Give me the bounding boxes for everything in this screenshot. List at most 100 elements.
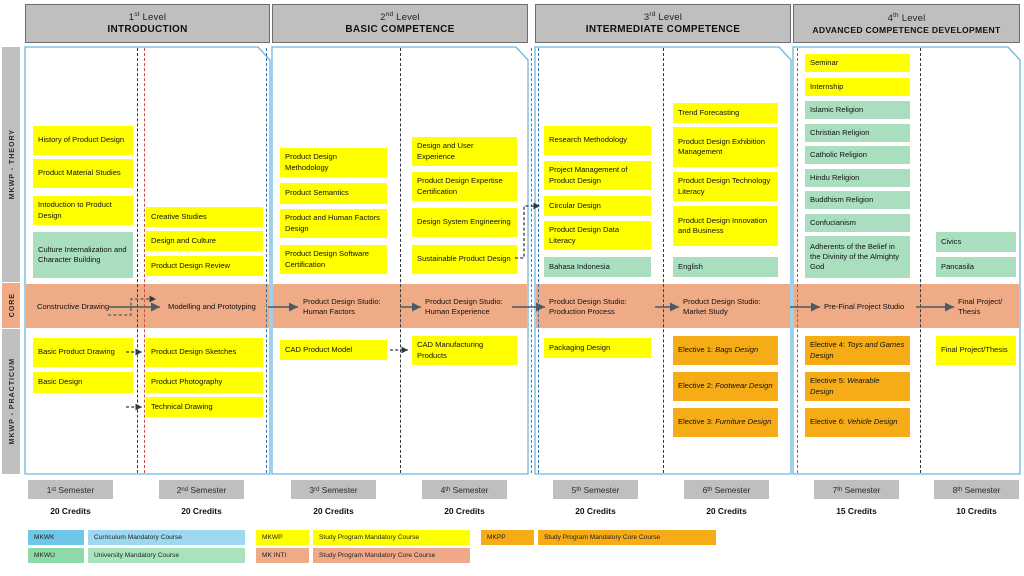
course-box[interactable]: Project Management of Product Design [544, 161, 651, 190]
course-box[interactable]: Trend Forecasting [673, 103, 778, 123]
level-boundary-accent-3 [538, 48, 539, 473]
course-box[interactable]: Product Design Sketches [146, 338, 263, 367]
course-box[interactable]: Seminar [805, 54, 910, 72]
course-box[interactable]: Circular Design [544, 196, 651, 216]
legend-desc-mkpp: Study Program Mandatory Core Course [538, 530, 716, 545]
course-box[interactable]: Product Design Expertise Certification [412, 172, 517, 201]
course-box[interactable]: Packaging Design [544, 338, 651, 358]
course-box[interactable]: Basic Product Drawing [33, 338, 133, 367]
course-label: Creative Studies [151, 211, 207, 221]
course-box[interactable]: Elective 4: Toys and Games Design [805, 336, 910, 365]
course-label: Elective 2: Footwear Design [678, 381, 773, 391]
course-box[interactable]: English [673, 257, 778, 277]
band-label-core: CORE [2, 283, 20, 328]
course-box[interactable]: Product Design Methodology [280, 148, 387, 177]
course-label: Basic Design [38, 377, 83, 387]
semester-credits-7: 15 Credits [836, 506, 877, 516]
course-box[interactable]: History of Product Design [33, 126, 133, 155]
legend-desc-mkinti: Study Program Mandatory Core Course [313, 548, 470, 563]
core-course-label: Product Design Studio: Human Experience [425, 296, 503, 316]
course-box[interactable]: Product Semantics [280, 183, 387, 204]
core-course[interactable]: Constructive Drawing [37, 292, 132, 322]
level-3-ordinal: 3rd Level [643, 10, 683, 24]
course-box[interactable]: Product Material Studies [33, 159, 133, 188]
course-label: Circular Design [549, 200, 601, 210]
core-course[interactable]: Product Design Studio: Human Factors [303, 288, 399, 326]
course-box[interactable]: Sustainable Product Design [412, 245, 517, 274]
course-box[interactable]: CAD Product Model [280, 340, 387, 360]
semester-divider-5-6 [663, 48, 664, 473]
core-course[interactable]: Final Project/ Thesis [958, 288, 1018, 326]
course-label: Adherents of the Belief in the Divinity … [810, 241, 900, 271]
course-box[interactable]: Civics [936, 232, 1016, 252]
core-course-label: Pre-Final Project Studio [824, 301, 905, 311]
level-3-name: INTERMEDIATE COMPETENCE [585, 24, 741, 36]
course-box[interactable]: Product Design Software Certification [280, 245, 387, 274]
core-course-label: Modelling and Prototyping [168, 301, 256, 311]
course-label: Bahasa Indonesia [549, 261, 610, 271]
course-box[interactable]: Basic Design [33, 372, 133, 393]
course-label: Catholic Religion [810, 149, 867, 159]
course-label: Product Design Data Literacy [549, 225, 620, 245]
course-box[interactable]: Catholic Religion [805, 146, 910, 164]
level-header-1: 1st Level INTRODUCTION [25, 4, 270, 43]
course-label: Confucianism [810, 217, 857, 227]
course-box[interactable]: Final Project/Thesis [936, 336, 1016, 365]
course-box[interactable]: Product Design Review [146, 256, 263, 276]
course-box[interactable]: CAD Manufacturing Products [412, 336, 517, 365]
course-box[interactable]: Elective 5: Wearable Design [805, 372, 910, 401]
course-box[interactable]: Elective 6: Vehicle Design [805, 408, 910, 437]
course-label: Product and Human Factors Design [285, 213, 380, 233]
course-box[interactable]: Product and Human Factors Design [280, 209, 387, 238]
core-course[interactable]: Pre-Final Project Studio [824, 292, 916, 322]
core-course-label: Final Project/ Thesis [958, 296, 1003, 316]
course-box[interactable]: Islamic Religion [805, 101, 910, 119]
course-label: Product Semantics [285, 188, 349, 198]
course-box[interactable]: Elective 2: Footwear Design [673, 372, 778, 401]
course-label: Sustainable Product Design [417, 254, 511, 264]
course-box[interactable]: Christian Religion [805, 124, 910, 142]
level-1-name: INTRODUCTION [107, 24, 188, 36]
course-box[interactable]: Adherents of the Belief in the Divinity … [805, 236, 910, 278]
legend-code-mkwp: MKWP [256, 530, 309, 545]
course-box[interactable]: Technical Drawing [146, 397, 263, 417]
core-course[interactable]: Modelling and Prototyping [168, 292, 263, 322]
course-box[interactable]: Design and Culture [146, 231, 263, 251]
course-box[interactable]: Hindu Religion [805, 169, 910, 187]
level-1-ordinal: 1st Level [128, 10, 167, 24]
level-2-name: BASIC COMPETENCE [345, 24, 455, 36]
course-box[interactable]: Product Design Data Literacy [544, 221, 651, 250]
core-course[interactable]: Product Design Studio: Market Study [683, 288, 779, 326]
core-course[interactable]: Product Design Studio: Human Experience [425, 288, 521, 326]
course-box[interactable]: Intoduction to Product Design [33, 196, 133, 225]
course-label: Design and User Experience [417, 141, 474, 161]
course-box[interactable]: Bahasa Indonesia [544, 257, 651, 277]
course-label: Packaging Design [549, 342, 611, 352]
course-box[interactable]: Elective 1: Bags Design [673, 336, 778, 365]
course-label: Elective 3: Furniture Design [678, 417, 772, 427]
core-course[interactable]: Product Design Studio: Production Proces… [549, 288, 649, 326]
course-box[interactable]: Product Design Innovation and Business [673, 206, 778, 246]
course-box[interactable]: Pancasila [936, 257, 1016, 277]
course-box[interactable]: Internship [805, 78, 910, 96]
course-box[interactable]: Culture Internalization and Character Bu… [33, 232, 133, 278]
level-header-4: 4th Level ADVANCED COMPETENCE DEVELOPMEN… [793, 4, 1020, 43]
course-box[interactable]: Product Photography [146, 372, 263, 393]
legend-code-mkwk: MKWK [28, 530, 84, 545]
course-box[interactable]: Product Design Exhibition Management [673, 127, 778, 167]
course-label: Product Design Software Certification [285, 249, 369, 269]
course-box[interactable]: Elective 3: Furniture Design [673, 408, 778, 437]
legend-code-mkpp: MKPP [481, 530, 534, 545]
course-box[interactable]: Buddhism Religion [805, 191, 910, 209]
course-box[interactable]: Confucianism [805, 214, 910, 232]
course-box[interactable]: Product Design Technology Literacy [673, 172, 778, 201]
course-box[interactable]: Design and User Experience [412, 137, 517, 166]
course-label: Product Material Studies [38, 168, 121, 178]
course-box[interactable]: Research Methodology [544, 126, 651, 155]
course-box[interactable]: Creative Studies [146, 207, 263, 227]
course-box[interactable]: Design System Engineering [412, 208, 517, 237]
semester-credits-6: 20 Credits [706, 506, 747, 516]
